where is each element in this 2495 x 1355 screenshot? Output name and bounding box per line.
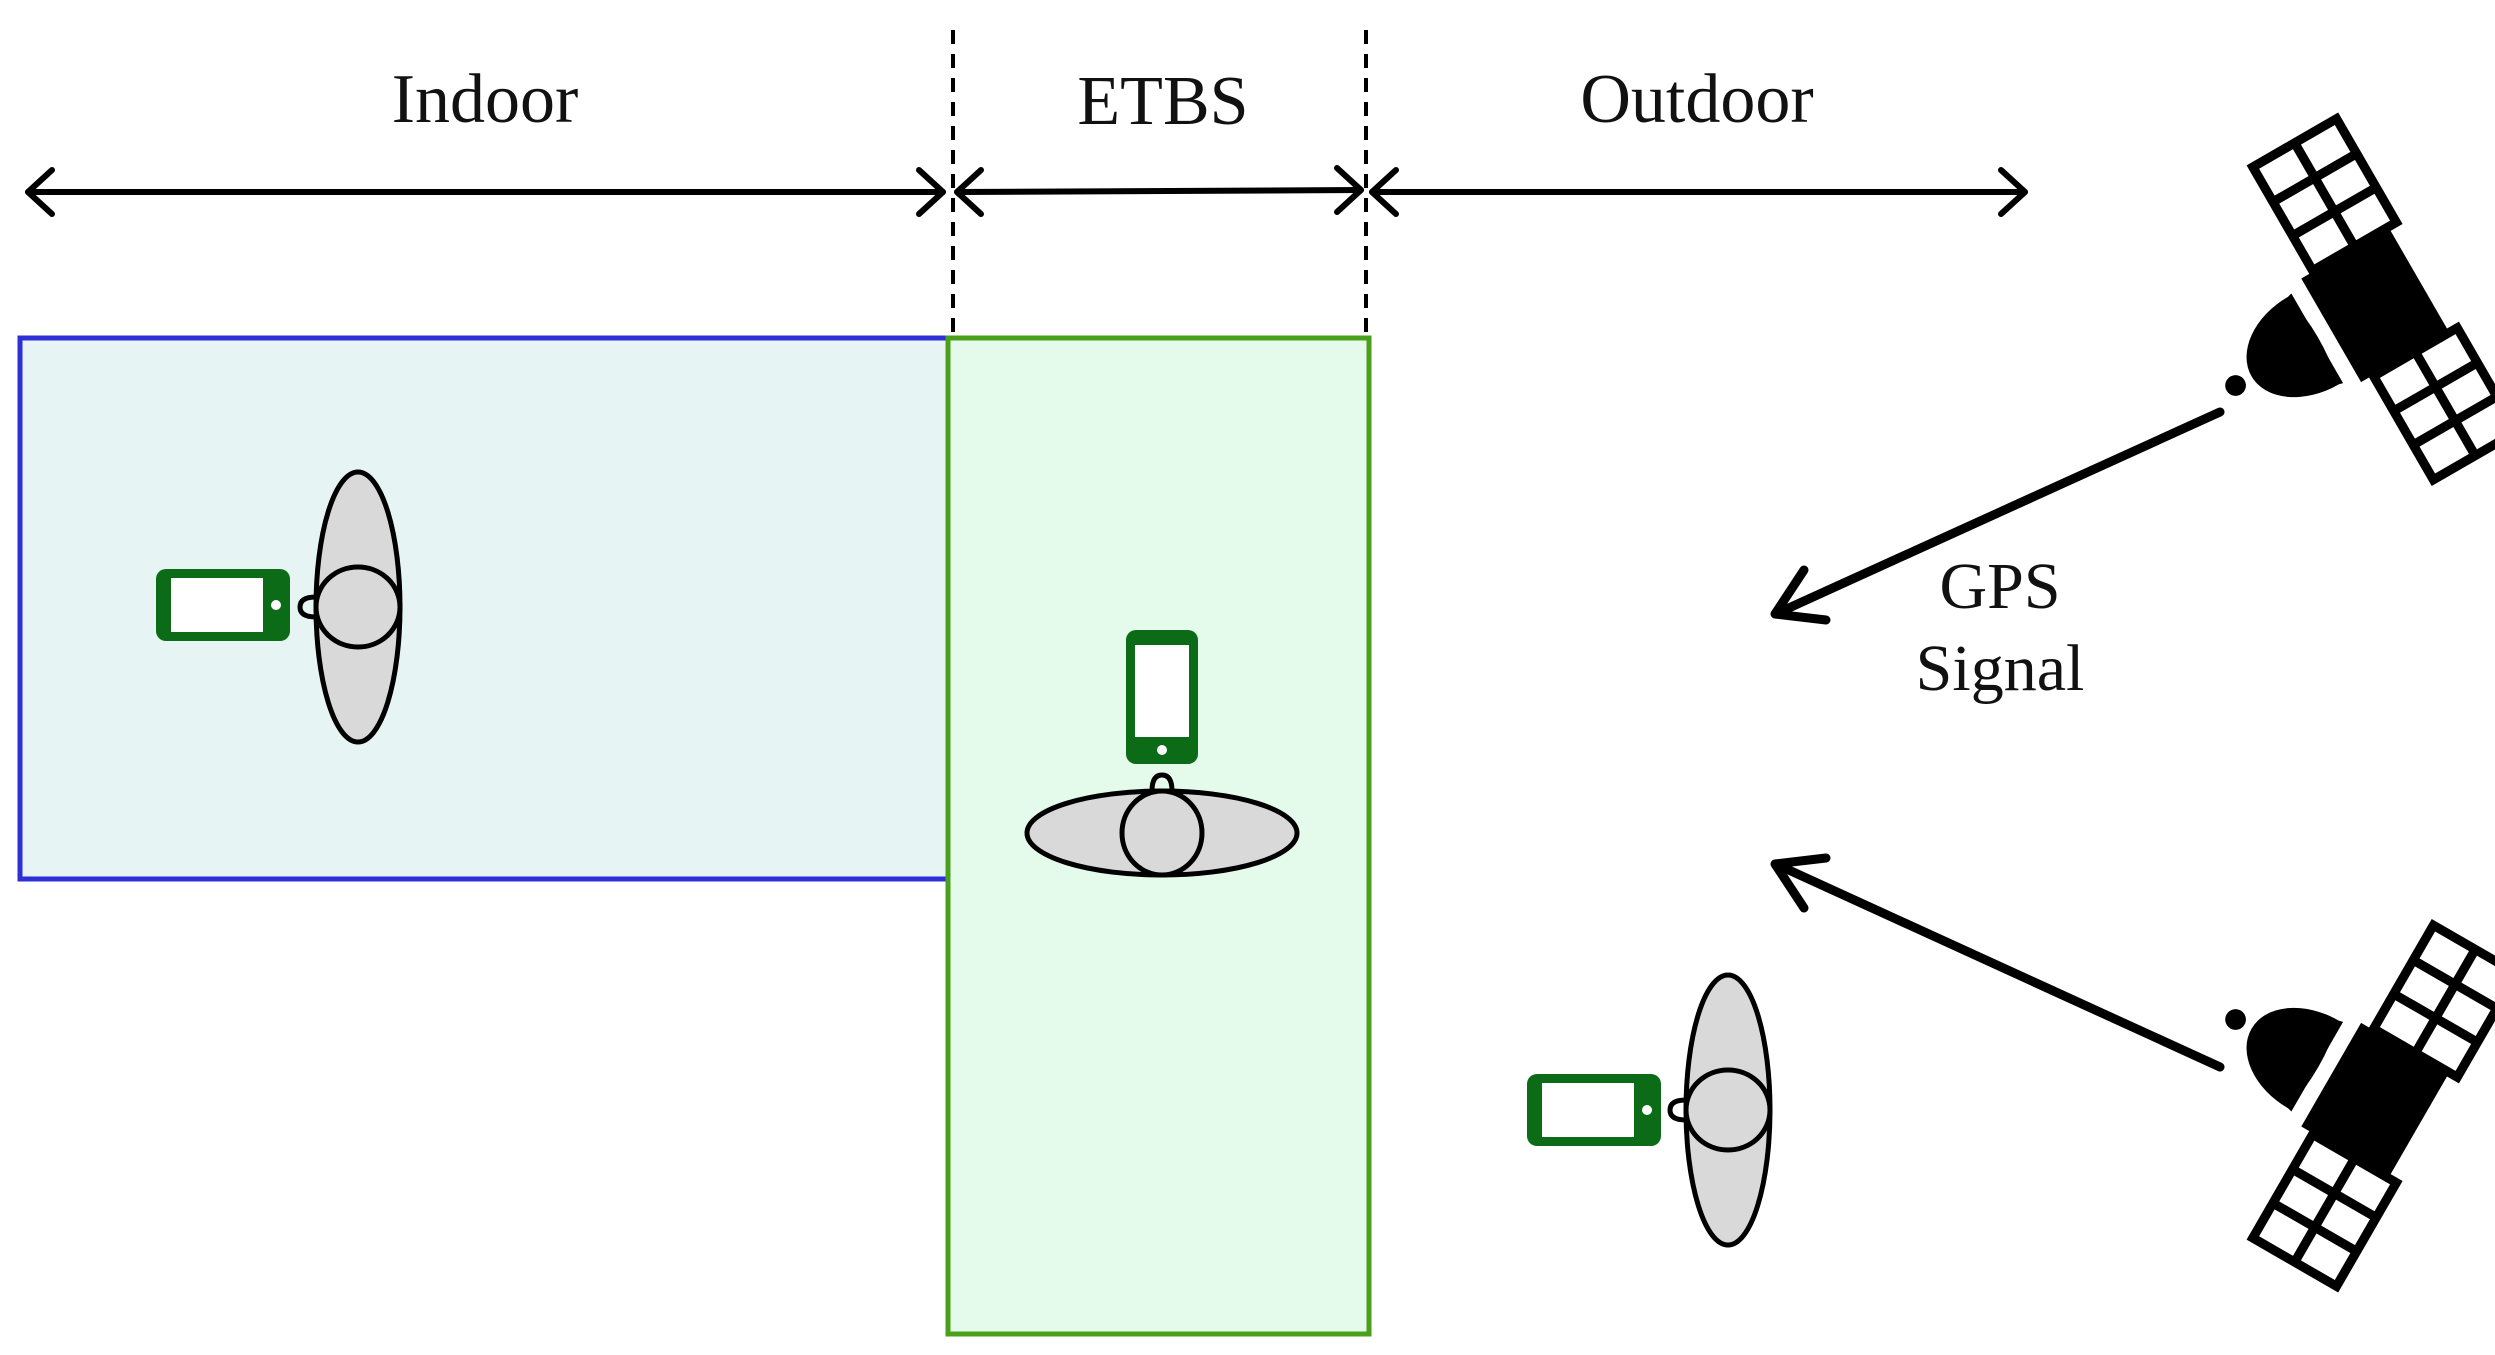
gps-signal-label-line1: GPS <box>1939 550 2060 623</box>
satellite-icon <box>2136 119 2495 547</box>
outdoor-label: Outdoor <box>1580 61 1813 138</box>
smartphone-icon <box>1126 630 1198 764</box>
outdoor-range-arrow <box>1369 167 2028 217</box>
etbs-label: ETBS <box>1077 63 1248 140</box>
gps-signal-arrow-upper <box>1770 407 2225 625</box>
gps-signal-label-line2: Signal <box>1916 632 2085 705</box>
indoor-range-arrow <box>25 167 946 217</box>
smartphone-icon <box>1527 1074 1661 1146</box>
smartphone-icon <box>156 569 290 641</box>
etbs-range-arrow <box>954 165 1364 217</box>
gps-signal-arrow-lower <box>1770 853 2225 1072</box>
person-topview-icon <box>1670 975 1770 1245</box>
satellite-icon <box>2136 858 2495 1286</box>
indoor-label: Indoor <box>392 61 579 138</box>
outdoor-user <box>1527 975 1770 1245</box>
